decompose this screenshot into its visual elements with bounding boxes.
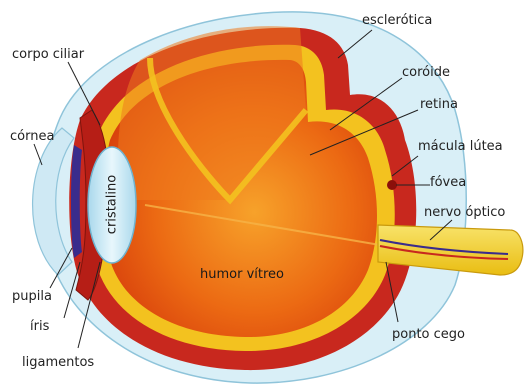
label-retina: retina [420, 98, 458, 111]
label-cornea: córnea [10, 130, 54, 143]
label-humor-vitreo: humor vítreo [200, 268, 284, 281]
label-pupila: pupila [12, 290, 52, 303]
label-corpo-ciliar: corpo ciliar [12, 48, 84, 61]
leader-cornea [34, 144, 42, 165]
label-fovea: fóvea [430, 176, 466, 189]
fovea-dot [387, 180, 397, 190]
label-iris: íris [30, 320, 49, 333]
label-nervo-optico: nervo óptico [424, 206, 505, 219]
label-ligamentos: ligamentos [22, 356, 94, 369]
label-macula-lutea: mácula lútea [418, 140, 503, 153]
label-coroide: coróide [402, 66, 450, 79]
label-cristalino: cristalino [106, 165, 119, 245]
label-esclerotica: esclerótica [362, 14, 432, 27]
label-ponto-cego: ponto cego [392, 328, 465, 341]
